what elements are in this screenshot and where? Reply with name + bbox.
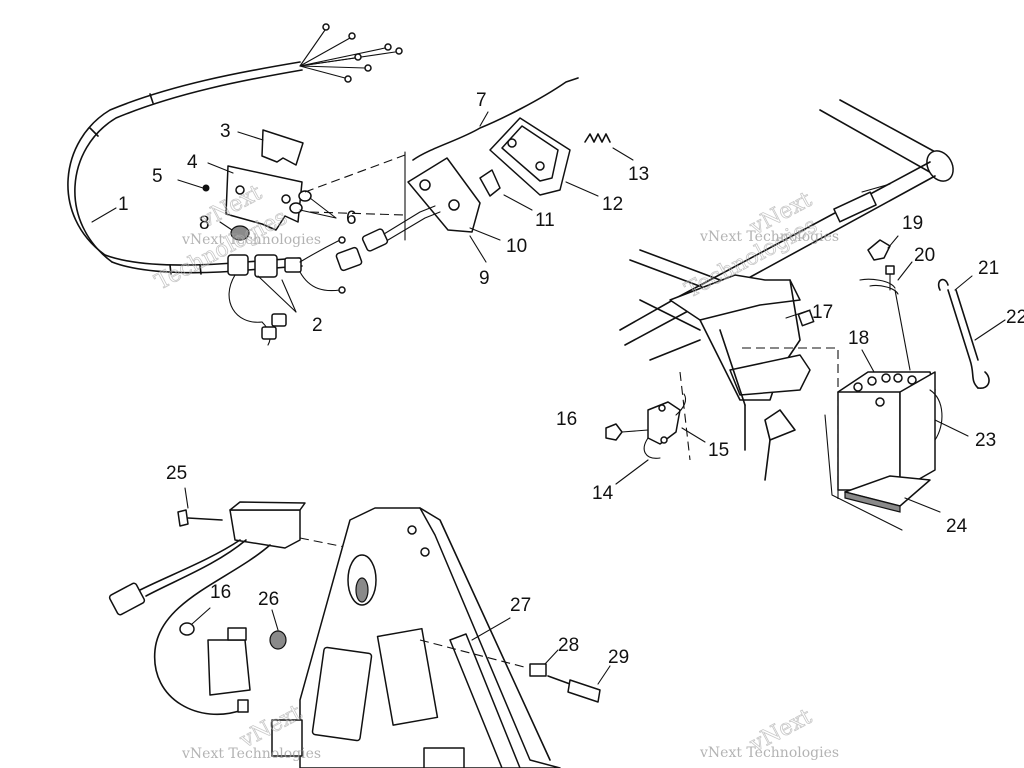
callout-4: 4 [187, 152, 198, 173]
callout-28: 28 [558, 635, 579, 656]
watermark-text-4: vNext Technologies [699, 745, 839, 761]
frame [619, 99, 954, 531]
battery [837, 235, 1006, 513]
license-bracket [177, 129, 406, 241]
callout-2: 2 [312, 315, 323, 336]
callout-16: 16 [556, 409, 577, 430]
callout-20: 20 [914, 245, 935, 266]
callout-23: 23 [975, 430, 996, 451]
callout-8: 8 [199, 213, 210, 234]
callout-10: 10 [506, 236, 527, 257]
wiring-harness [67, 23, 403, 346]
watermark-text-3: vNext Technologies [181, 746, 321, 762]
callout-1: 1 [118, 194, 129, 215]
callout-13: 13 [628, 164, 649, 185]
taillight-assembly [335, 77, 634, 272]
connector-bracket [605, 393, 706, 485]
callout-9: 9 [479, 268, 490, 289]
callout-7: 7 [476, 90, 487, 111]
callout-5: 5 [152, 166, 163, 187]
callout-14: 14 [592, 483, 614, 504]
callout-25: 25 [166, 463, 187, 484]
watermark-text-1: vNext Technologies [181, 232, 321, 248]
ignition-assembly [108, 487, 611, 768]
callout-22: 22 [1006, 307, 1024, 328]
callout-18: 18 [848, 328, 869, 349]
callout-21: 21 [978, 258, 999, 279]
callout-12: 12 [602, 194, 623, 215]
callout-labels: 1 2 3 4 5 6 7 8 9 10 11 12 13 14 15 16 1… [118, 90, 1024, 668]
callout-17: 17 [812, 302, 833, 323]
callout-3: 3 [220, 121, 231, 142]
callout-29: 29 [608, 647, 629, 668]
callout-15: 15 [708, 440, 729, 461]
callout-27: 27 [510, 595, 531, 616]
callout-19: 19 [902, 213, 923, 234]
watermark-text-2: vNext Technologies [699, 229, 839, 245]
callout-26: 26 [258, 589, 279, 610]
callout-6: 6 [346, 208, 357, 229]
callout-11: 11 [535, 210, 555, 231]
callout-24: 24 [946, 516, 968, 537]
callout-16-lower: 16 [210, 582, 231, 603]
